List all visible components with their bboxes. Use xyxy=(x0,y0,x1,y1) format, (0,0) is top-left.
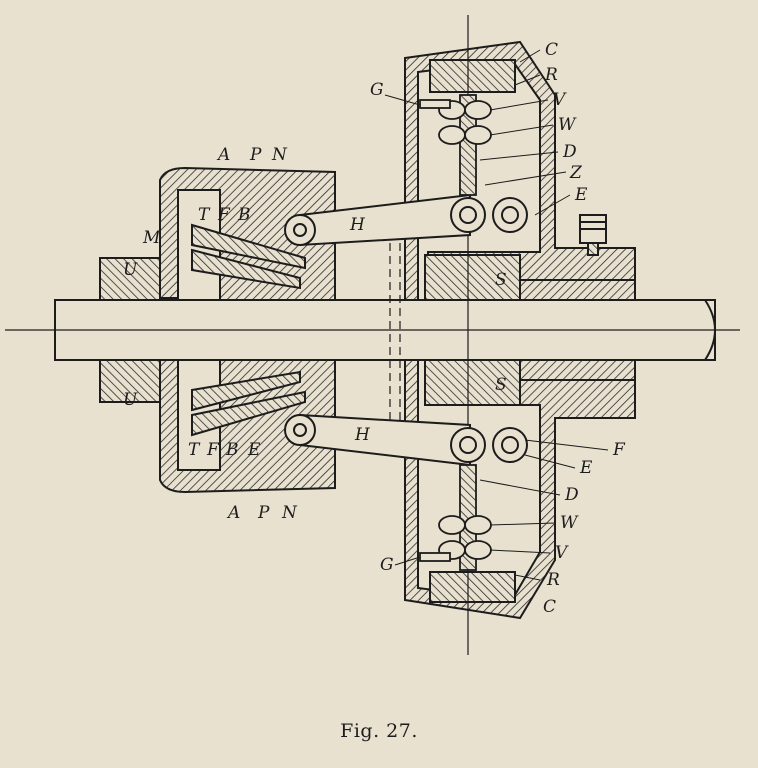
label-S-bot: S xyxy=(495,375,507,395)
label-T-bot: T xyxy=(188,440,201,460)
label-A-bot: A xyxy=(226,503,240,523)
label-F-top: F xyxy=(217,205,231,225)
label-D-bot: D xyxy=(564,485,579,505)
label-G-top: G xyxy=(370,80,384,100)
label-Z: Z xyxy=(569,163,583,183)
label-B-top: B xyxy=(237,205,251,225)
label-V-top: V xyxy=(553,90,567,110)
label-M: M xyxy=(142,228,161,248)
label-N-bot: N xyxy=(281,503,298,523)
label-W-top: W xyxy=(558,115,577,135)
label-U-bot: U xyxy=(123,390,138,410)
label-A-top: A xyxy=(216,145,230,165)
leader-lines xyxy=(384,49,609,581)
label-H-bot: H xyxy=(354,425,371,445)
label-C-top: C xyxy=(545,40,558,60)
clutch-housing xyxy=(99,166,336,494)
label-S-top: S xyxy=(495,270,507,290)
label-W-bot: W xyxy=(560,513,579,533)
label-H-top: H xyxy=(349,215,366,235)
label-P-bot: P xyxy=(257,503,270,523)
label-E-bot-right: E xyxy=(579,458,593,478)
label-R-bot: R xyxy=(546,570,560,590)
labels: A P N T F B M U H C R G V W D Z E S S U … xyxy=(123,40,626,617)
label-G-bot: G xyxy=(380,555,394,575)
levers xyxy=(284,193,528,467)
grease-cup xyxy=(579,214,607,256)
label-D-top: D xyxy=(562,142,577,162)
label-R-top: R xyxy=(544,65,558,85)
label-V-bot: V xyxy=(555,543,569,563)
label-E-bot-left: E xyxy=(247,440,261,460)
label-C-bot: C xyxy=(543,597,556,617)
label-N-top: N xyxy=(271,145,288,165)
label-F-bot: F xyxy=(206,440,220,460)
label-F-right: F xyxy=(612,440,626,460)
label-P-top: P xyxy=(249,145,262,165)
label-U-top: U xyxy=(123,260,138,280)
label-E-top: E xyxy=(574,185,588,205)
label-B-bot: B xyxy=(225,440,239,460)
figure-caption: Fig. 27. xyxy=(340,720,418,742)
shaft xyxy=(5,299,740,361)
label-T-top: T xyxy=(198,205,211,225)
